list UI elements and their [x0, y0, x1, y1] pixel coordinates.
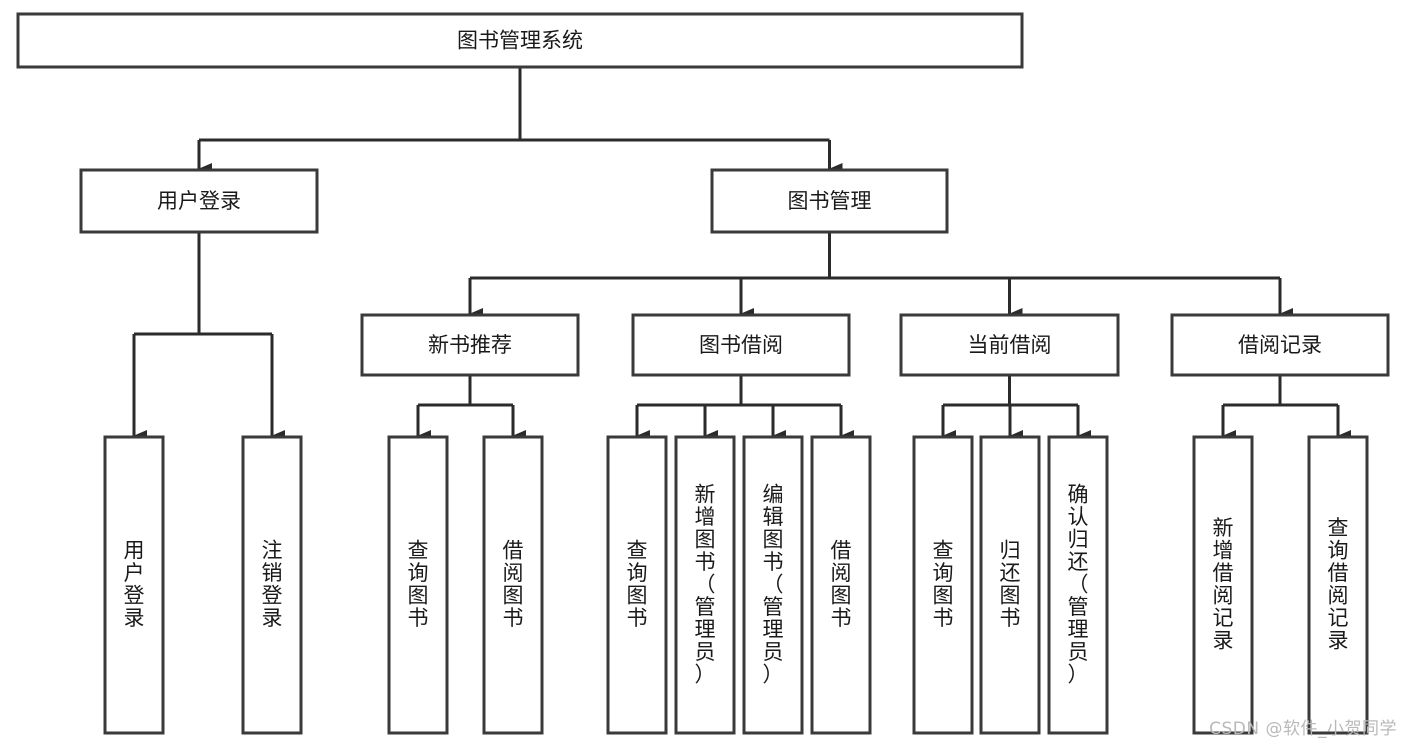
- node-book-manage-label: 图书管理: [788, 189, 872, 213]
- node-borrow-record-label: 借阅记录: [1238, 333, 1322, 357]
- node-leaf-logout-rect[interactable]: [241, 435, 303, 735]
- node-user-login-rect[interactable]: [79, 168, 319, 234]
- node-leaf-edit-book-label: 编辑图书（管理员）: [763, 482, 784, 686]
- node-new-book-rec-rect[interactable]: [360, 313, 580, 377]
- node-book-borrow-rect[interactable]: [631, 313, 851, 377]
- node-leaf-add-record-rect[interactable]: [1192, 435, 1254, 735]
- node-root-label: 图书管理系统: [457, 29, 583, 53]
- node-leaf-borrow-book-label: 借阅图书: [831, 539, 852, 631]
- connector-lines: [132, 67, 1351, 442]
- node-leaf-query-book-rec-rect[interactable]: [387, 435, 449, 735]
- node-leaf-return-book-label: 归还图书: [1000, 539, 1021, 631]
- node-leaf-edit-book[interactable]: 编辑图书（管理员）: [742, 435, 804, 735]
- node-leaf-query-book-rec-label: 查询图书: [408, 539, 429, 631]
- node-current-borrow[interactable]: 当前借阅: [899, 313, 1120, 377]
- node-leaf-confirm-return-rect[interactable]: [1047, 435, 1109, 735]
- node-leaf-add-book-label: 新增图书（管理员）: [695, 482, 716, 686]
- node-leaf-return-book-rect[interactable]: [979, 435, 1041, 735]
- node-boxes: 图书管理系统用户登录图书管理新书推荐图书借阅当前借阅借阅记录用户登录注销登录查询…: [16, 12, 1390, 735]
- node-leaf-add-record-label: 新增借阅记录: [1213, 516, 1234, 653]
- node-leaf-borrow-book-rect[interactable]: [810, 435, 872, 735]
- node-leaf-query-book-borrow[interactable]: 查询图书: [606, 435, 668, 735]
- node-leaf-borrow-book-rec-label: 借阅图书: [503, 539, 524, 631]
- node-book-borrow[interactable]: 图书借阅: [631, 313, 851, 377]
- node-leaf-borrow-book[interactable]: 借阅图书: [810, 435, 872, 735]
- node-leaf-add-book-rect[interactable]: [674, 435, 736, 735]
- node-leaf-borrow-book-rec-rect[interactable]: [482, 435, 544, 735]
- node-new-book-rec[interactable]: 新书推荐: [360, 313, 580, 377]
- node-new-book-rec-label: 新书推荐: [428, 333, 512, 357]
- node-current-borrow-label: 当前借阅: [968, 333, 1052, 357]
- node-borrow-record-rect[interactable]: [1170, 313, 1390, 377]
- node-user-login-label: 用户登录: [157, 189, 241, 213]
- node-leaf-borrow-book-rec[interactable]: 借阅图书: [482, 435, 544, 735]
- node-leaf-logout[interactable]: 注销登录: [241, 435, 303, 735]
- node-leaf-query-book-cur[interactable]: 查询图书: [912, 435, 974, 735]
- node-leaf-add-book[interactable]: 新增图书（管理员）: [674, 435, 736, 735]
- node-root[interactable]: 图书管理系统: [16, 12, 1024, 69]
- node-book-manage[interactable]: 图书管理: [710, 168, 949, 234]
- node-leaf-user-login[interactable]: 用户登录: [103, 435, 165, 735]
- node-current-borrow-rect[interactable]: [899, 313, 1120, 377]
- node-leaf-query-record-rect[interactable]: [1307, 435, 1369, 735]
- node-leaf-query-book-borrow-rect[interactable]: [606, 435, 668, 735]
- node-root-rect[interactable]: [16, 12, 1024, 69]
- node-leaf-logout-label: 注销登录: [262, 539, 283, 631]
- node-book-borrow-label: 图书借阅: [699, 333, 783, 357]
- node-user-login[interactable]: 用户登录: [79, 168, 319, 234]
- node-book-manage-rect[interactable]: [710, 168, 949, 234]
- watermark-label: CSDN @软件_小贺同学: [1209, 719, 1397, 739]
- node-borrow-record[interactable]: 借阅记录: [1170, 313, 1390, 377]
- node-leaf-query-book-rec[interactable]: 查询图书: [387, 435, 449, 735]
- node-leaf-confirm-return-label: 确认归还（管理员）: [1068, 482, 1089, 686]
- node-leaf-query-record[interactable]: 查询借阅记录: [1307, 435, 1369, 735]
- node-leaf-query-record-label: 查询借阅记录: [1328, 516, 1349, 653]
- node-leaf-user-login-rect[interactable]: [103, 435, 165, 735]
- node-leaf-query-book-borrow-label: 查询图书: [627, 539, 648, 631]
- node-leaf-add-record[interactable]: 新增借阅记录: [1192, 435, 1254, 735]
- node-leaf-query-book-cur-label: 查询图书: [933, 539, 954, 631]
- node-leaf-confirm-return[interactable]: 确认归还（管理员）: [1047, 435, 1109, 735]
- node-leaf-edit-book-rect[interactable]: [742, 435, 804, 735]
- node-leaf-query-book-cur-rect[interactable]: [912, 435, 974, 735]
- node-leaf-user-login-label: 用户登录: [124, 539, 145, 631]
- node-leaf-return-book[interactable]: 归还图书: [979, 435, 1041, 735]
